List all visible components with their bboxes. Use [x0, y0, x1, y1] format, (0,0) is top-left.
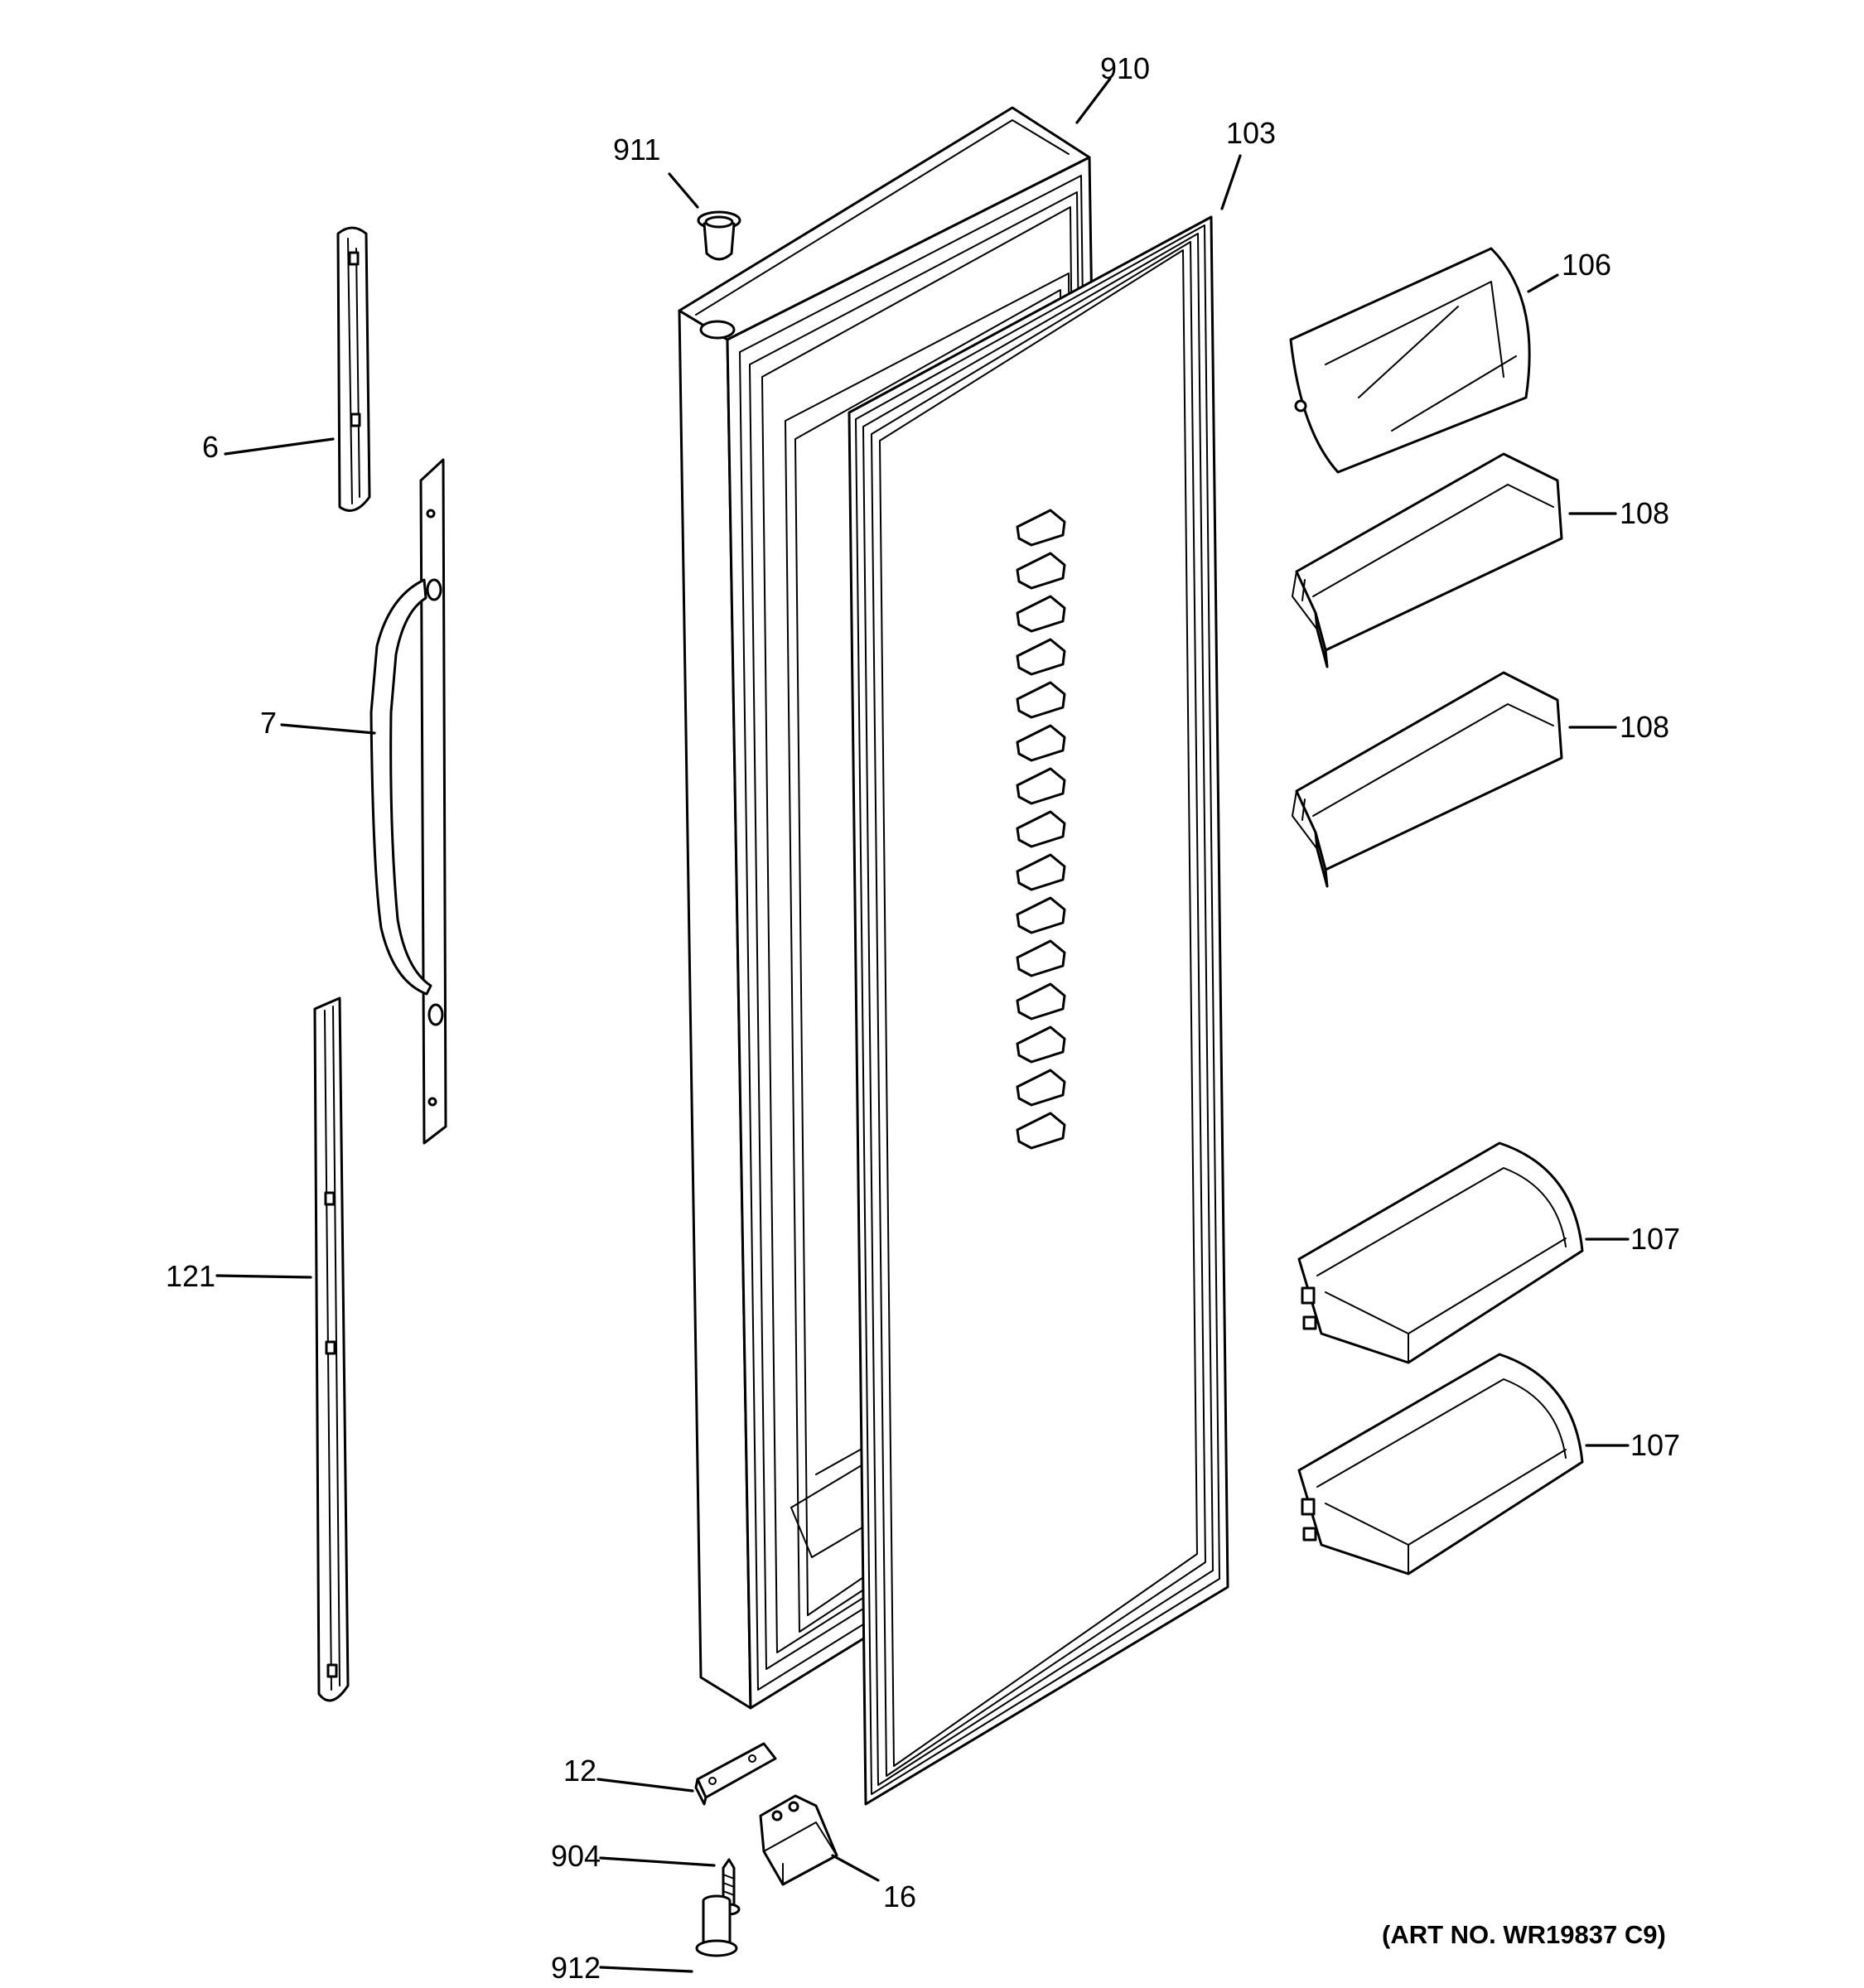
shelf-lower — [1297, 1353, 1584, 1575]
shelf-support-rib — [1016, 681, 1066, 719]
bin-upper — [1292, 452, 1563, 668]
label-911: 911 — [613, 133, 660, 166]
shelf-support-rib — [1016, 767, 1066, 805]
door-handle — [369, 458, 447, 1145]
trim-long — [313, 996, 350, 1702]
shelf-support-rib — [1016, 939, 1066, 977]
shelf-support-rib — [1016, 810, 1066, 848]
shelf-support-rib — [1016, 1025, 1066, 1064]
shelf-support-rib — [1016, 552, 1066, 590]
shelf-support-rib — [1016, 595, 1066, 633]
dairy-door — [1289, 247, 1531, 474]
shelf-support-rib — [1016, 509, 1066, 547]
shelf-support-rib — [1016, 982, 1066, 1021]
shelf-support-rib — [1016, 853, 1066, 891]
art-number: (ART NO. WR19837 C9) — [1382, 1920, 1666, 1949]
shelf-support-rib — [1016, 1069, 1066, 1107]
shelf-upper — [1297, 1141, 1584, 1364]
label-108-lower: 108 — [1620, 710, 1669, 744]
shelf-support-rib — [1016, 724, 1066, 762]
label-6: 6 — [202, 430, 219, 464]
trim-short — [336, 226, 371, 512]
shelf-support-rib — [1016, 896, 1066, 934]
label-107-lower: 107 — [1630, 1428, 1680, 1462]
cap-top — [697, 210, 741, 261]
label-912: 912 — [551, 1951, 601, 1985]
callout-labels: 910 911 103 106 108 108 6 7 121 107 107 … — [166, 51, 1680, 1985]
shelf-support-rib — [1016, 638, 1066, 676]
label-12: 12 — [563, 1754, 596, 1788]
bin-lower — [1292, 671, 1563, 888]
label-16: 16 — [883, 1879, 916, 1913]
label-106: 106 — [1562, 248, 1611, 282]
cap-bottom — [695, 1894, 738, 1957]
label-910: 910 — [1100, 51, 1150, 85]
label-904: 904 — [551, 1839, 601, 1873]
hinge-plate — [694, 1742, 777, 1806]
shelf-supports — [1016, 509, 1066, 1150]
label-103: 103 — [1226, 116, 1276, 150]
shelf-support-rib — [1016, 1112, 1066, 1150]
label-7: 7 — [260, 706, 277, 740]
hinge-bracket — [759, 1794, 838, 1886]
label-107-upper: 107 — [1630, 1222, 1680, 1256]
label-108-upper: 108 — [1620, 496, 1669, 530]
label-121: 121 — [166, 1259, 215, 1293]
leader-lines — [215, 77, 1630, 1973]
